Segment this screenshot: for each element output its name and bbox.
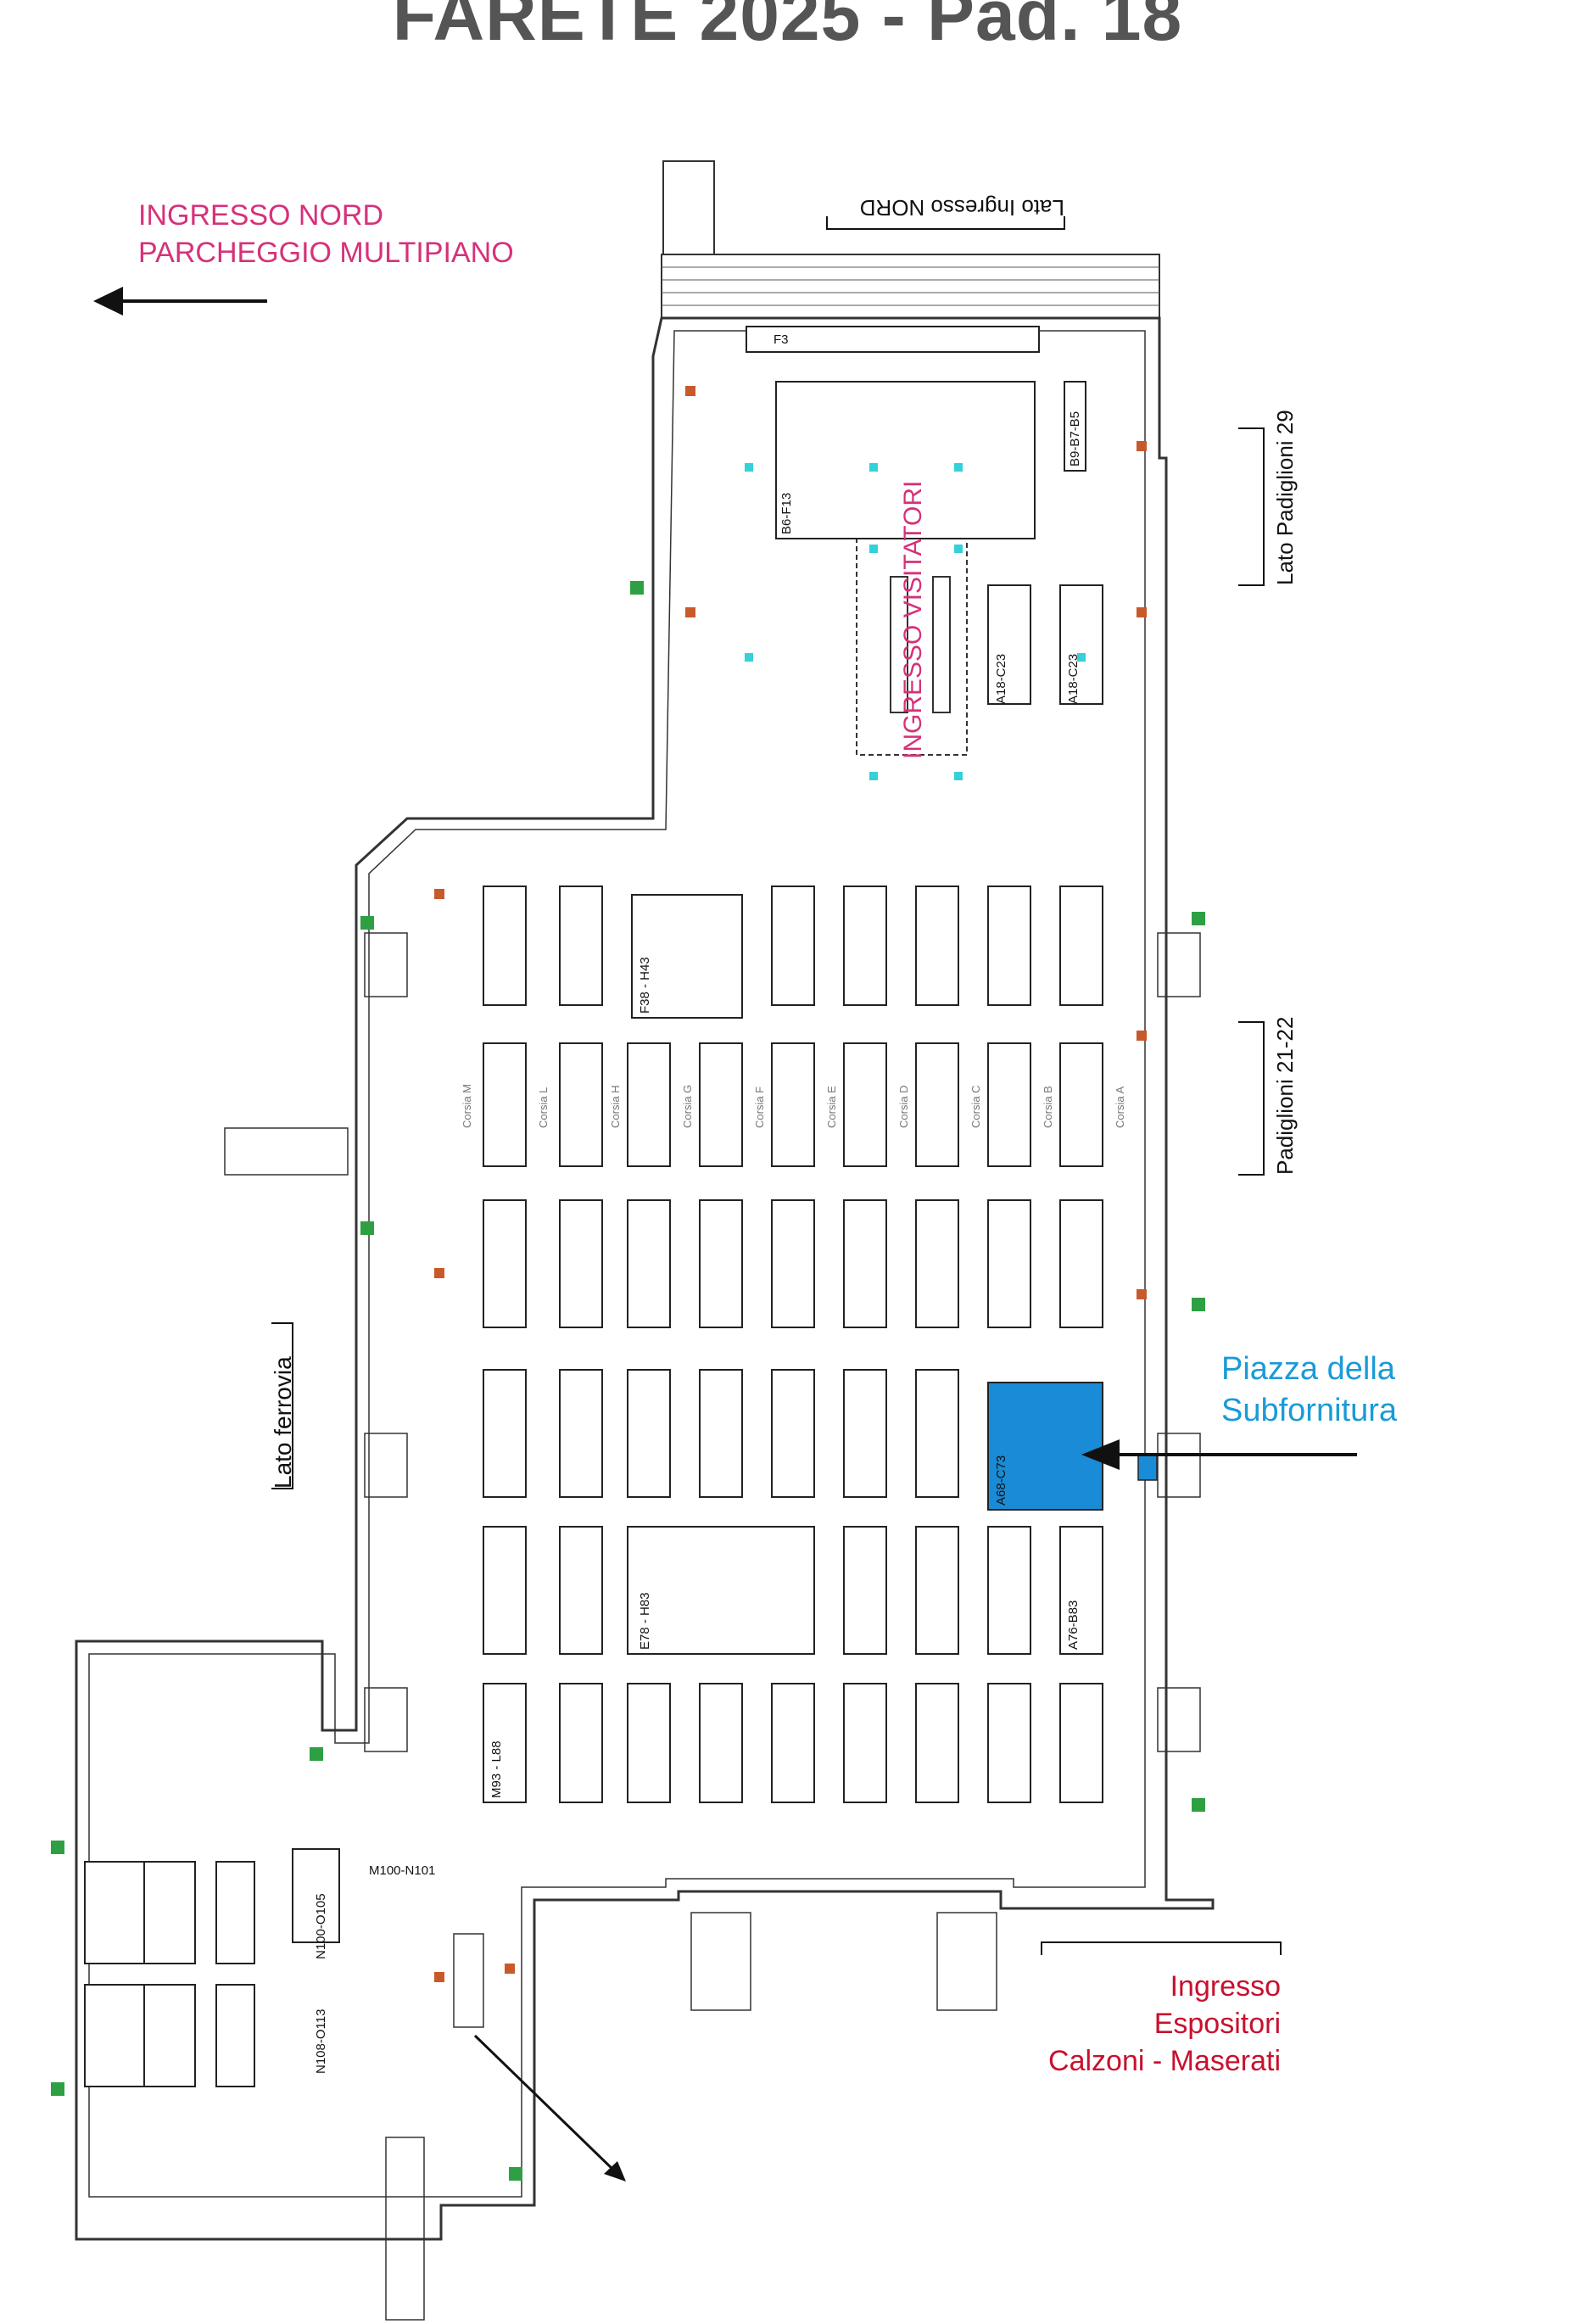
stand-label: A76-B83 [1066,1601,1081,1650]
stand-label: F38 - H43 [638,957,652,1014]
north-entrance-structure [661,254,1160,319]
corridor-label: Corsia M [461,1084,473,1128]
padiglioni-21-22-label: Padiglioni 21-22 [1272,1016,1298,1175]
piazza-line2: Subfornitura [1221,1393,1398,1429]
lato-ferrovia-label: Lato ferrovia [270,1356,296,1489]
emergency-exit-markers [51,581,1205,2181]
stand-label: B6-F13 [779,493,794,534]
stand-label: M100-N101 [369,1863,435,1878]
espositori-line2: Espositori [1153,2008,1281,2041]
page-title: FARETE 2025 - Pad. 18 [392,0,1183,55]
corridor-label: Corsia D [897,1085,910,1128]
lato-ingresso-nord-label: Lato Ingresso NORD [859,195,1064,221]
piazza-subfornitura-label: Piazza della Subfornitura [1221,1349,1397,1433]
building-outline [75,316,1215,2241]
ingresso-nord-arrow [93,287,267,316]
stand-columns [84,885,1103,2087]
ingresso-nord-label: INGRESSO NORD PARCHEGGIO MULTIPIANO [138,197,514,271]
corridor-label: Corsia G [681,1085,694,1128]
corridor-label: Corsia L [537,1087,550,1128]
column-markers [745,463,1086,780]
stand-label: A68-C73 [994,1455,1008,1506]
lato-padiglioni-29-label: Lato Padiglioni 29 [1272,410,1298,585]
corridor-labels: Corsia M Corsia L Corsia H Corsia G Cors… [461,1084,1126,1128]
piazza-subfornitura-area [987,1382,1103,1511]
piazza-line1: Piazza della [1221,1351,1395,1387]
stand-label: E78 - H83 [638,1592,652,1650]
ingresso-visitatori-label: INGRESSO VISITATORI [899,480,927,759]
north-stairs [662,160,715,255]
stand-label: A18-C23 [994,654,1008,704]
corridor-label: Corsia B [1042,1086,1054,1128]
ingresso-nord-line2: PARCHEGGIO MULTIPIANO [138,237,514,270]
stand-label: F3 [774,332,789,347]
stand-a71-highlight [1137,1454,1158,1481]
corridor-label: Corsia A [1114,1087,1126,1128]
stand-label: N108-O113 [314,2009,328,2074]
inner-outline [88,330,1146,2198]
corridor-label: Corsia F [753,1087,766,1128]
piazza-arrow [1081,1439,1357,1470]
corridor-label: Corsia H [609,1085,622,1128]
extinguisher-markers [434,386,1147,1982]
stand-label: M93 - L88 [489,1740,504,1798]
direction-brackets [271,216,1282,1955]
ingresso-espositori-label: Ingresso Espositori Calzoni - Maserati [975,1968,1281,2081]
stand-label: A18-C23 [1066,654,1081,704]
stand-labels: F3 B6-F13 B9-B7-B5 A18-C23 A18-C23 F38 -… [314,332,1082,2074]
espositori-line3: Calzoni - Maserati [1048,2045,1281,2078]
stairs [224,932,1201,2321]
espositori-line1: Ingresso [1170,1970,1281,2003]
corridor-label: Corsia C [969,1085,982,1128]
stand-blocks [292,326,1103,1943]
ingresso-nord-line1: INGRESSO NORD [138,199,384,232]
stand-label: B9-B7-B5 [1068,411,1082,466]
stand-label: N100-O105 [314,1893,328,1959]
south-exit-arrow [473,2034,626,2182]
corridor-label: Corsia E [825,1086,838,1128]
